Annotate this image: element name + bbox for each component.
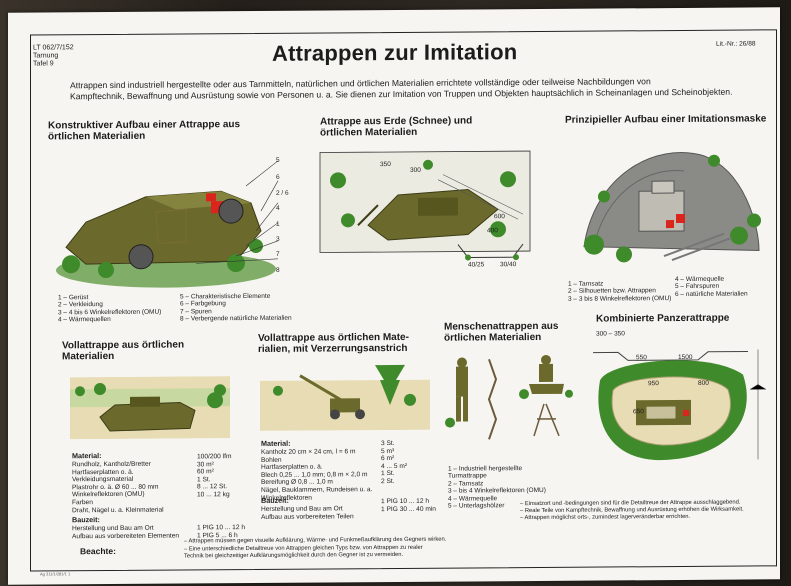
section-5-materials: Kantholz 20 cm × 24 cm, l = 6 m Bohlen H…	[261, 448, 372, 502]
beachte-label: Beachte:	[80, 545, 116, 557]
section-5-bauzeit-label: Bauzeit:	[261, 495, 289, 505]
section-4-bauzeit-label: Bauzeit:	[72, 515, 100, 525]
dim-1500: 1500	[678, 353, 693, 362]
poster-code: LT 062/7/152 Tarnung Tafel 9	[33, 44, 74, 68]
callout-4: 4	[276, 205, 280, 213]
section-5-bauzeit-values: 1 PIG 10 ... 12 h 1 PIG 30 ... 40 min	[381, 498, 436, 514]
material-item: Nägel, Bauklammern, Rundeisen u. a.	[261, 486, 373, 494]
section-3-legend-right: 4 – Wärmequelle 5 – Fahrspuren 6 – natür…	[675, 276, 748, 299]
amount-item: 6 m²	[381, 455, 395, 463]
poster: LT 062/7/152 Tarnung Tafel 9 Attrappen z…	[8, 7, 780, 585]
section-1-title-line-2: örtlichen Materialien	[48, 130, 146, 143]
section-5-title: Vollattrappe aus örtlichen Mate- rialien…	[258, 332, 409, 355]
legend-item: 3 – bis 4 Winkelreflektoren (OMU)	[448, 487, 546, 495]
callout-3: 3	[276, 235, 280, 243]
callout-1: 1	[276, 220, 280, 228]
lit-nr: Lit.-Nr.: 26/88	[716, 40, 756, 48]
section-4-illustration	[70, 376, 230, 440]
section-3-illustration	[583, 152, 761, 263]
section-4-amounts: 100/200 lfm 30 m² 60 m² 1 St. 8 ... 12 S…	[197, 453, 231, 499]
section-7-illustration	[593, 349, 767, 461]
dim-600: 600	[494, 213, 505, 221]
section-1-callouts: 5 6 2 / 6 4 1 3 7 8	[276, 157, 289, 274]
code-line-2: Tarnung	[33, 52, 59, 60]
bauzeit-value: 1 PIG 10 ... 12 h	[381, 497, 430, 506]
dim-550: 550	[636, 354, 647, 362]
amount-item: 3 St.	[381, 439, 395, 448]
code-line-3: Tafel 9	[33, 60, 54, 68]
section-6-illustration	[445, 354, 573, 440]
section-4-title-line-2: Materialien	[62, 350, 115, 363]
amount-item: 100/200 lfm	[197, 453, 232, 461]
amount-item: 5 m³	[381, 447, 395, 455]
dim-650: 650	[633, 408, 644, 416]
callout-6: 6	[276, 174, 280, 182]
section-5-amounts: 3 St. 5 m³ 6 m² 4 ... 5 m² 1 St. 2 St.	[381, 440, 407, 486]
section-1-legend-right: 5 – Charakteristische Elemente 6 – Farbg…	[180, 293, 292, 323]
section-4-title-line-1: Vollattrappe aus örtlichen	[62, 339, 185, 352]
material-item: Kantholz 20 cm × 24 cm, l = 6 m	[261, 448, 356, 456]
section-2-title-line-1: Attrappe aus Erde (Schnee) und	[320, 115, 473, 128]
section-1-title-line-1: Konstruktiver Aufbau einer Attrappe aus	[48, 119, 241, 132]
callout-8: 8	[276, 266, 280, 274]
amount-item: 2 St.	[381, 477, 395, 486]
bauzeit-item: Aufbau aus vorbereiteten Teilen	[261, 512, 354, 521]
dim-30-40: 30/40	[500, 261, 517, 269]
legend-item: 8 – Verbergende natürliche Materialien	[180, 314, 292, 323]
section-7-title: Kombinierte Panzerattrappe	[596, 312, 730, 325]
section-5-bauzeit: Herstellung und Bau am Ort Aufbau aus vo…	[261, 505, 354, 521]
callout-7: 7	[276, 251, 280, 259]
dim-800: 800	[698, 379, 709, 387]
section-2-title: Attrappe aus Erde (Schnee) und örtlichen…	[320, 115, 472, 138]
section-4-bauzeit: Herstellung und Bau am Ort Aufbau aus vo…	[72, 525, 179, 541]
legend-item: 6 – natürliche Materialien	[675, 290, 748, 298]
amount-item: 1 St.	[381, 470, 395, 478]
dim-300-350: 300 – 350	[596, 330, 625, 338]
legend-item: 3 – 3 bis 8 Winkelreflektoren (OMU)	[568, 294, 672, 303]
bauzeit-value: 1 PIG 10 ... 12 h	[197, 524, 246, 532]
section-4-material-label: Material:	[72, 451, 102, 461]
bauzeit-item: Aufbau aus vorbereiteten Elementen	[72, 532, 180, 540]
section-5-material-label: Material:	[261, 438, 291, 448]
amount-item: 10 ... 12 kg	[197, 491, 230, 499]
callout-5: 5	[276, 156, 280, 164]
section-5-title-line-2: rialien, mit Verzerrungsanstrich	[258, 342, 408, 355]
section-2-title-line-2: örtlichen Materialien	[320, 126, 418, 139]
material-item: Rundholz, Kantholz/Bretter	[72, 460, 151, 469]
dim-300: 300	[410, 166, 421, 174]
dim-400: 400	[487, 227, 498, 235]
legend-item: 4 – Wärmequellen	[58, 316, 111, 324]
section-1-legend-left: 1 – Gerüst 2 – Verkleidung 3 – 4 bis 6 W…	[58, 294, 161, 324]
section-1-title: Konstruktiver Aufbau einer Attrappe aus …	[48, 119, 240, 142]
amount-item: 4 ... 5 m²	[381, 462, 408, 470]
section-6-title: Menschenattrappen aus örtlichen Material…	[444, 321, 558, 344]
bauzeit-value: 1 PIG 30 ... 40 min	[381, 505, 436, 513]
dim-350: 350	[380, 161, 391, 169]
dim-950: 950	[648, 380, 659, 388]
print-code: Ag 311/1/281/1 1	[40, 571, 71, 577]
notes-right: – Einsatzort und -bedingungen sind für d…	[520, 500, 744, 523]
material-item: Draht, Nägel u. a. Kleinmaterial	[72, 506, 164, 514]
section-5-illustration	[260, 364, 430, 431]
dim-40-25: 40/25	[468, 261, 485, 269]
section-6-title-line-1: Menschenattrappen aus	[444, 320, 559, 333]
code-line-1: LT 062/7/152	[33, 44, 74, 52]
poster-title: Attrappen zur Imitation	[272, 39, 518, 66]
beachte-notes: – Attrappen müssen gegen visuelle Aufklä…	[184, 537, 446, 561]
section-6-title-line-2: örtlichen Materialien	[444, 331, 542, 344]
section-4-materials: Rundholz, Kantholz/Bretter Hartfaserplat…	[72, 461, 164, 515]
section-3-legend-left: 1 – Tarnsatz 2 – Silhouetten bzw. Attrap…	[568, 280, 671, 303]
bauzeit-item: Herstellung und Bau am Ort	[261, 505, 343, 513]
section-1-illustration	[56, 160, 279, 288]
section-2-illustration	[319, 150, 531, 261]
section-4-title: Vollattrappe aus örtlichen Materialien	[62, 339, 184, 362]
callout-2-6: 2 / 6	[276, 189, 289, 197]
section-3-title: Prinzipieller Aufbau einer Imitationsmas…	[565, 113, 767, 126]
